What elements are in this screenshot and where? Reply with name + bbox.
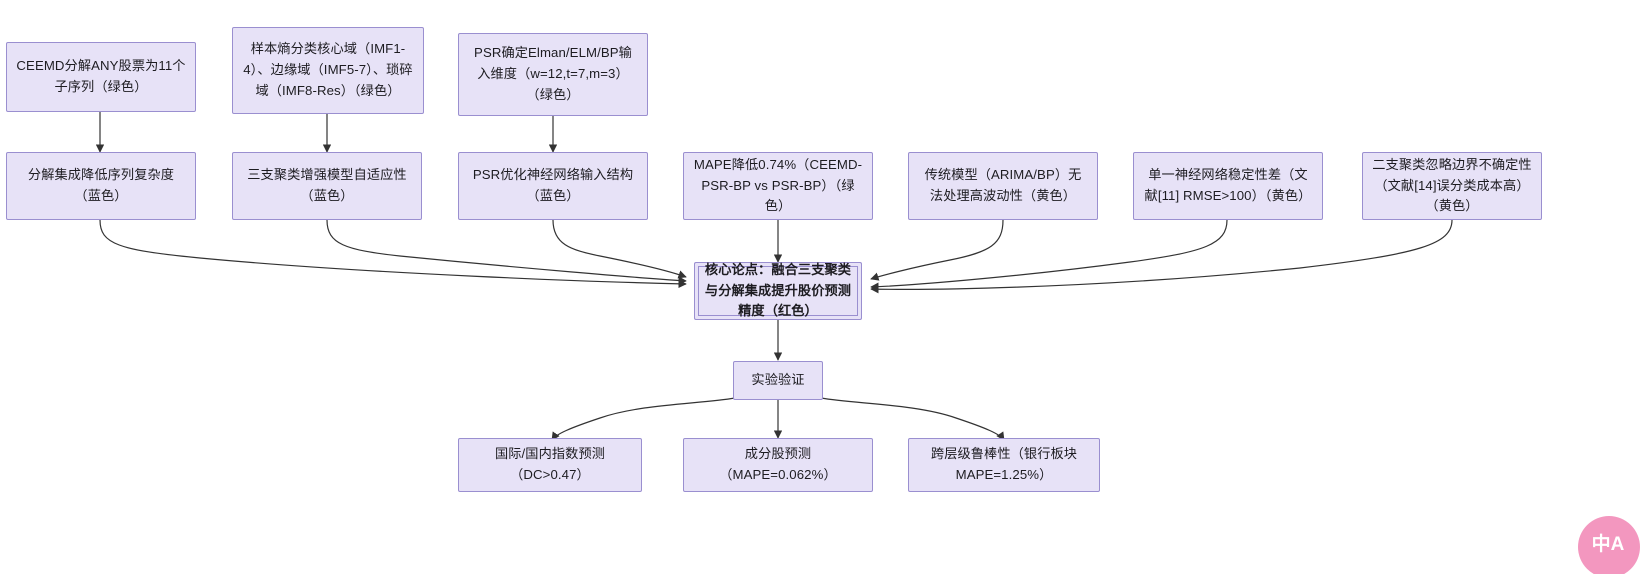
node-sample-entropy-classification[interactable]: 样本熵分类核心域（IMF1-4）、边缘域（IMF5-7）、琐碎域（IMF8-Re… — [232, 27, 424, 114]
node-traditional-model-limitation[interactable]: 传统模型（ARIMA/BP）无法处理高波动性（黄色） — [908, 152, 1098, 220]
node-decomposition-reduces-complexity[interactable]: 分解集成降低序列复杂度（蓝色） — [6, 152, 196, 220]
node-label: 分解集成降低序列复杂度（蓝色） — [27, 167, 175, 203]
node-label: 跨层级鲁棒性（银行板块 MAPE=1.25%） — [930, 446, 1078, 482]
node-label: 成分股预测（MAPE=0.062%） — [719, 446, 837, 482]
node-label: PSR确定Elman/ELM/BP输入维度（w=12,t=7,m=3）（绿色） — [474, 45, 632, 102]
node-label: 国际/国内指数预测（DC>0.47） — [494, 446, 606, 482]
watermark-text: 中A — [1591, 534, 1625, 556]
edge-n6-core — [552, 219, 687, 279]
node-mape-improvement[interactable]: MAPE降低0.74%（CEEMD-PSR-BP vs PSR-BP）（绿色） — [683, 152, 873, 220]
node-three-way-clustering-adaptivity[interactable]: 三支聚类增强模型自适应性（蓝色） — [232, 152, 422, 220]
node-label: 三支聚类增强模型自适应性（蓝色） — [247, 167, 407, 203]
node-label: 二支聚类忽略边界不确定性（文献[14]误分类成本高）（黄色） — [1372, 156, 1532, 214]
node-label: 传统模型（ARIMA/BP）无法处理高波动性（黄色） — [924, 167, 1082, 203]
node-core-thesis[interactable]: 核心论点：融合三支聚类与分解集成提升股价预测精度（红色） — [694, 262, 862, 320]
node-label: PSR优化神经网络输入结构（蓝色） — [472, 167, 634, 203]
node-experimental-validation[interactable]: 实验验证 — [733, 361, 823, 400]
node-label: 单一神经网络稳定性差（文献[11] RMSE>100）（黄色） — [1144, 167, 1312, 203]
edge-n9-core — [870, 219, 1228, 291]
node-result-index-forecast[interactable]: 国际/国内指数预测（DC>0.47） — [458, 438, 642, 492]
edge-n10-core — [870, 219, 1453, 294]
node-label: 样本熵分类核心域（IMF1-4）、边缘域（IMF5-7）、琐碎域（IMF8-Re… — [243, 41, 413, 98]
node-result-constituent-stock-forecast[interactable]: 成分股预测（MAPE=0.062%） — [683, 438, 873, 492]
node-two-way-clustering-limitation[interactable]: 二支聚类忽略边界不确定性（文献[14]误分类成本高）（黄色） — [1362, 152, 1542, 220]
node-label: MAPE降低0.74%（CEEMD-PSR-BP vs PSR-BP）（绿色） — [693, 156, 863, 214]
node-ceemd-decomposition[interactable]: CEEMD分解ANY股票为11个子序列（绿色） — [6, 42, 196, 112]
node-result-cross-level-robustness[interactable]: 跨层级鲁棒性（银行板块 MAPE=1.25%） — [908, 438, 1100, 492]
node-psr-optimizes-network-input[interactable]: PSR优化神经网络输入结构（蓝色） — [458, 152, 648, 220]
node-single-network-instability[interactable]: 单一神经网络稳定性差（文献[11] RMSE>100）（黄色） — [1133, 152, 1323, 220]
watermark-badge: 中A — [1578, 516, 1640, 574]
node-label: 实验验证 — [751, 372, 805, 388]
node-psr-input-dimension[interactable]: PSR确定Elman/ELM/BP输入维度（w=12,t=7,m=3）（绿色） — [458, 33, 648, 116]
node-label: 核心论点：融合三支聚类与分解集成提升股价预测精度（红色） — [704, 261, 852, 319]
edge-exp-r3 — [820, 397, 1005, 441]
edge-n4-core — [99, 219, 687, 289]
node-label: CEEMD分解ANY股票为11个子序列（绿色） — [16, 58, 186, 94]
edge-n8-core — [870, 219, 1004, 281]
edge-exp-r1 — [551, 397, 736, 441]
edge-n5-core — [326, 219, 687, 285]
